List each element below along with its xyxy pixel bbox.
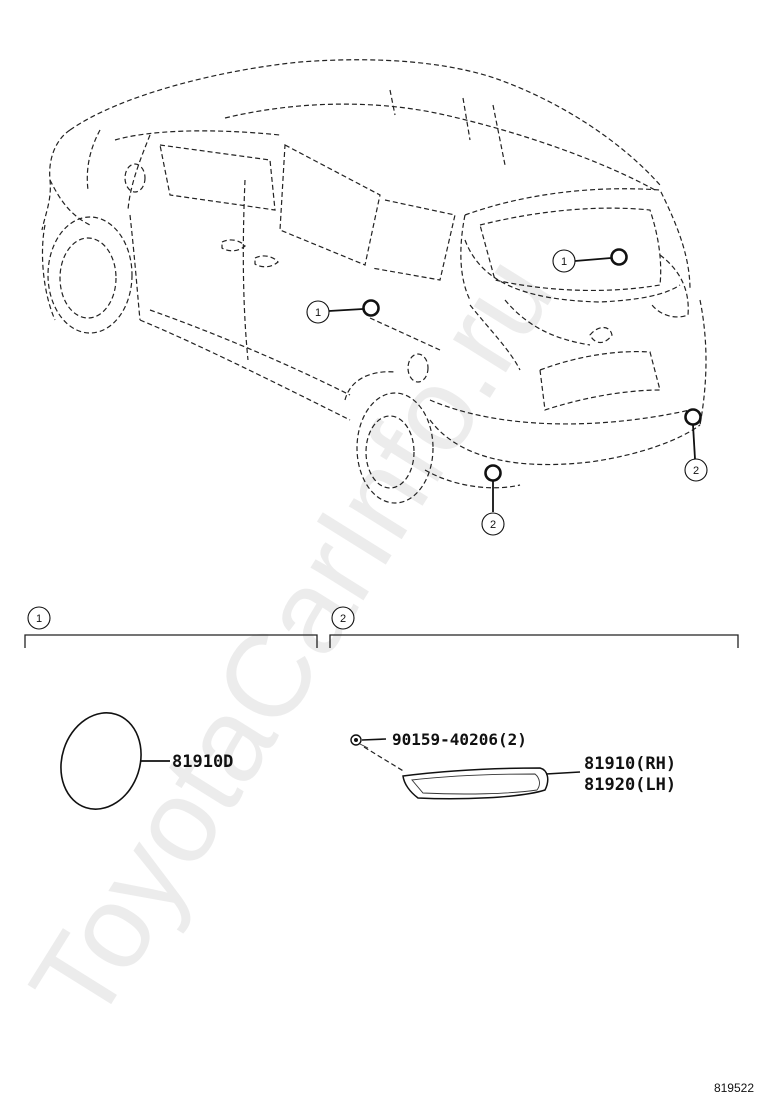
location-markers [362, 248, 702, 482]
callout-2-left: 2 [481, 512, 505, 536]
watermark: ToyotaCarInfo.ru [5, 234, 579, 1044]
reflector-round-drawing [60, 712, 170, 810]
svg-text:2: 2 [490, 519, 496, 531]
callout-1-rear: 1 [552, 249, 576, 273]
part-number-81920-lh: 81920(LH) [584, 775, 676, 795]
svg-text:1: 1 [315, 307, 321, 319]
svg-text:2: 2 [340, 613, 346, 625]
part-number-screw: 90159-40206(2) [392, 730, 527, 749]
part-number-81910-rh: 81910(RH) [584, 754, 676, 774]
part-number-81910d: 81910D [172, 752, 233, 772]
section-1-header: 1 [24, 606, 318, 648]
callout-leaders [328, 257, 696, 512]
callout-1-side: 1 [306, 300, 330, 324]
svg-text:2: 2 [693, 465, 699, 477]
screw-drawing [350, 734, 406, 773]
diagram-code: 819522 [714, 1081, 754, 1095]
marker-2-right [684, 408, 702, 426]
svg-text:1: 1 [36, 613, 42, 625]
marker-1-rear-window [610, 248, 628, 266]
callout-2-right: 2 [684, 458, 708, 482]
svg-text:1: 1 [561, 256, 567, 268]
marker-2-left [484, 464, 502, 482]
vehicle-illustration [41, 59, 707, 504]
section-2-header: 2 [329, 606, 739, 648]
reflector-bar-drawing [402, 767, 581, 800]
marker-1-side [362, 299, 380, 317]
